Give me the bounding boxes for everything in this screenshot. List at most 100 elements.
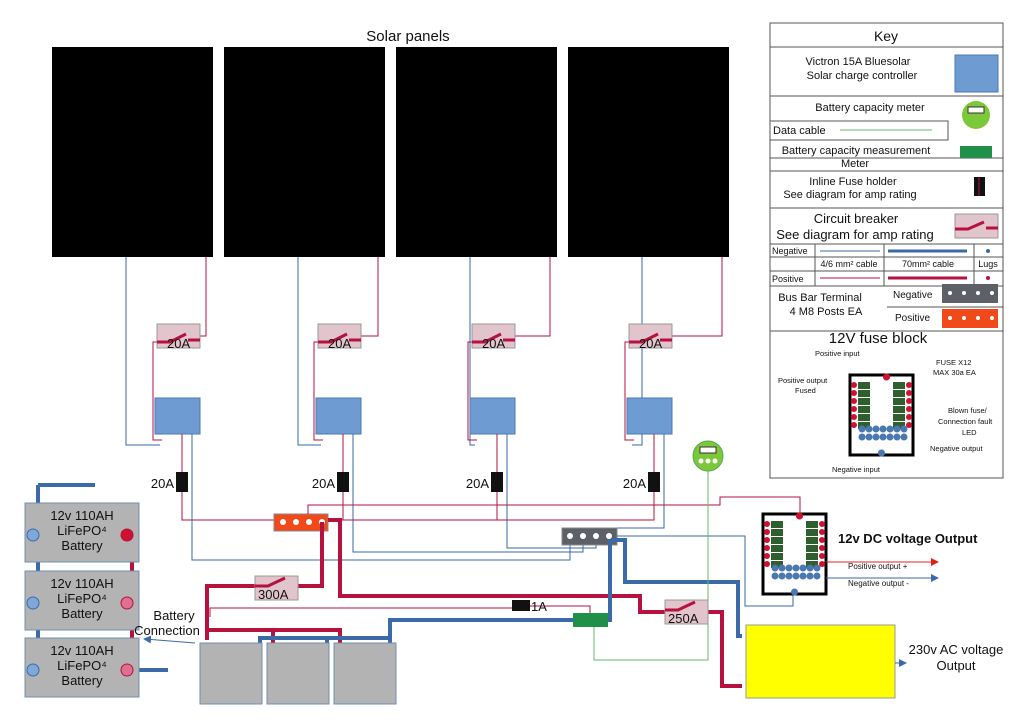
circuit-breaker	[156, 323, 201, 349]
solar-panel	[396, 47, 557, 257]
circuit-breaker	[628, 323, 673, 349]
fuse-icon	[858, 382, 870, 389]
key-panel: Key Victron 15A Bluesolar Solar charge c…	[769, 22, 1004, 479]
key-controller: Victron 15A Bluesolar	[806, 56, 911, 68]
fuse-icon	[858, 414, 870, 421]
meter-fuse-label: 1A	[531, 599, 547, 614]
battery-bank-1	[199, 642, 263, 705]
fuse-icon	[893, 414, 905, 421]
battery-connection-label: Battery	[153, 608, 195, 623]
fuse-output-terminal	[764, 561, 770, 567]
panel-negative-wire	[632, 257, 643, 446]
fuse-icon	[893, 382, 905, 389]
key-fuse-2: See diagram for amp rating	[783, 189, 916, 201]
fuse-icon	[771, 537, 783, 544]
panel-positive-wire	[313, 257, 379, 441]
fuse-output-terminal	[764, 553, 770, 559]
inline-fuse	[648, 472, 660, 492]
fuse-icon	[858, 398, 870, 405]
key-large-cable: 70mm² cable	[902, 259, 954, 269]
fuse-icon	[806, 537, 818, 544]
negative-output-terminal	[778, 572, 786, 580]
positive-terminal	[120, 596, 134, 610]
negative-input-terminal	[791, 588, 798, 596]
battery	[24, 502, 140, 563]
fuse-output-terminal	[851, 406, 857, 412]
key-negative: Negative	[772, 246, 808, 256]
negative-output-terminal	[865, 425, 873, 433]
key-shunt-2: Meter	[841, 158, 869, 170]
ac-output-label-2: Output	[936, 658, 975, 673]
negative-output-terminal	[886, 425, 894, 433]
key-neg-in: Negative input	[832, 465, 881, 474]
positive-output-label: Positive output +	[848, 562, 908, 571]
shunt	[573, 613, 608, 627]
battery-label: Battery	[61, 606, 103, 621]
fuse-output-terminal	[764, 545, 770, 551]
breaker-switch-icon	[629, 332, 672, 344]
negative-terminal	[26, 528, 40, 542]
key-breaker-2: See diagram for amp rating	[776, 227, 934, 242]
negative-output-terminal	[858, 425, 866, 433]
positive-terminal	[120, 528, 134, 542]
key-busbar-negative: Negative	[893, 290, 933, 301]
negative-output-terminal	[900, 433, 908, 441]
fuse-output-terminal	[906, 390, 912, 396]
negative-output-terminal	[799, 572, 807, 580]
fuse-output-terminal	[851, 382, 857, 388]
key-small-cable: 4/6 mm² cable	[820, 259, 877, 269]
charge-controller	[154, 397, 201, 435]
positive-input-terminal	[883, 373, 890, 381]
key-controller-2: Solar charge controller	[807, 70, 918, 82]
controller-positive-wire	[181, 434, 284, 521]
positive-busbar	[273, 513, 329, 532]
battery	[24, 570, 140, 631]
battery-connection-label-2: Connection	[134, 623, 200, 638]
negative-output-terminal	[771, 564, 779, 572]
battery-meter-icon	[692, 440, 724, 472]
fuse-icon	[806, 545, 818, 552]
fuse-icon	[771, 553, 783, 560]
inverter	[745, 624, 896, 699]
key-breaker: Circuit breaker	[814, 211, 899, 226]
fuse-output-terminal	[906, 382, 912, 388]
ac-output-label: 230v AC voltage	[909, 642, 1004, 657]
fuse-icon	[806, 529, 818, 536]
breaker-label: 300A	[258, 587, 289, 602]
fuse-icon	[771, 521, 783, 528]
solar-panel	[568, 47, 729, 257]
fuse-output-terminal	[819, 545, 825, 551]
fuse-icon	[771, 545, 783, 552]
negative-output-terminal	[813, 564, 821, 572]
negative-output-terminal	[778, 564, 786, 572]
charge-controller	[315, 397, 362, 435]
fuse-icon	[771, 561, 783, 568]
breaker-label: 250A	[668, 611, 699, 626]
breaker-label: 20A	[639, 336, 662, 351]
fuse-label: 20A	[466, 476, 489, 491]
battery-label: 12v 110AH	[50, 508, 113, 523]
key-busbar: Bus Bar Terminal	[778, 292, 862, 304]
breaker-switch-icon	[472, 332, 515, 344]
fuse-label: 20A	[312, 476, 335, 491]
key-led-2: Connection fault	[938, 417, 993, 426]
fuse-label: 20A	[151, 476, 174, 491]
fuse-output-terminal	[906, 414, 912, 420]
fuse-label: 20A	[623, 476, 646, 491]
negative-output-terminal	[792, 564, 800, 572]
inline-fuse	[176, 472, 188, 492]
fuse-icon	[858, 422, 870, 429]
dc-output-label: 12v DC voltage Output	[838, 531, 978, 546]
fuse-output-terminal	[906, 398, 912, 404]
fuse-icon	[893, 398, 905, 405]
negative-terminal	[26, 596, 40, 610]
negative-output-terminal	[865, 433, 873, 441]
breaker-label: 20A	[167, 336, 190, 351]
negative-output-terminal	[879, 425, 887, 433]
battery-bank-2	[266, 642, 330, 705]
key-positive: Positive	[772, 274, 804, 284]
negative-output-terminal	[806, 564, 814, 572]
fuse-icon	[858, 406, 870, 413]
charge-controller	[626, 397, 673, 435]
